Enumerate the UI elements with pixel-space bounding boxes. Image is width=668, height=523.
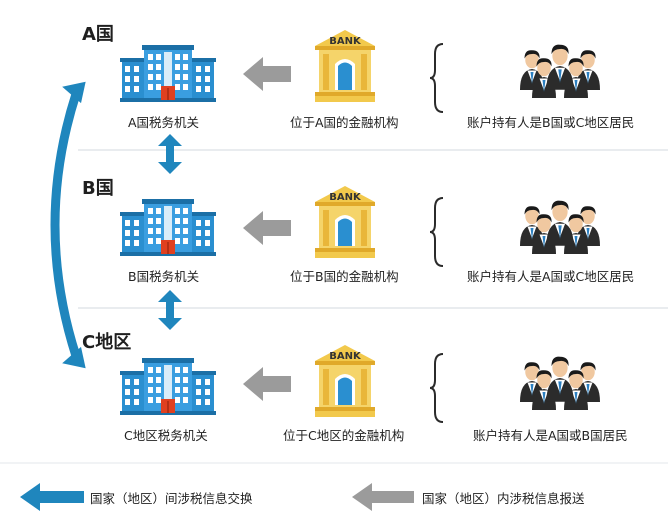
people-icon bbox=[515, 196, 605, 260]
bank-sign: BANK bbox=[329, 351, 361, 362]
holders-label-c: 账户持有人是A国或B国居民 bbox=[473, 428, 628, 443]
institution-label-b: 位于B国的金融机构 bbox=[290, 269, 399, 284]
legend-international: 国家（地区）间涉税信息交换 bbox=[90, 491, 253, 506]
blue-arrow-icon bbox=[20, 483, 84, 511]
region-label-a: A国 bbox=[82, 24, 114, 45]
building-icon bbox=[120, 42, 216, 102]
tax-authority-label-a: A国税务机关 bbox=[128, 115, 200, 130]
region-label-c: C地区 bbox=[82, 332, 132, 353]
gray-arrow-icon bbox=[352, 483, 414, 511]
tax-authority-label-b: B国税务机关 bbox=[128, 269, 200, 284]
people-icon bbox=[515, 352, 605, 416]
building-icon bbox=[120, 196, 216, 256]
tax-authority-label-c: C地区税务机关 bbox=[124, 428, 208, 443]
brace-icon bbox=[429, 352, 445, 424]
building-icon bbox=[120, 355, 216, 415]
holders-label-b: 账户持有人是A国或C地区居民 bbox=[467, 269, 635, 284]
bank-sign: BANK bbox=[329, 36, 361, 47]
brace-icon bbox=[429, 42, 445, 114]
people-icon bbox=[515, 40, 605, 104]
institution-label-c: 位于C地区的金融机构 bbox=[283, 428, 405, 443]
brace-icon bbox=[429, 196, 445, 268]
region-label-b: B国 bbox=[82, 178, 114, 199]
bank-sign: BANK bbox=[329, 192, 361, 203]
exchange-curve-arrow bbox=[50, 81, 86, 369]
bank-icon: BANK bbox=[315, 30, 375, 102]
bank-icon: BANK bbox=[315, 186, 375, 258]
institution-label-a: 位于A国的金融机构 bbox=[290, 115, 399, 130]
double-arrow-icon bbox=[158, 290, 182, 330]
legend-domestic: 国家（地区）内涉税信息报送 bbox=[422, 491, 585, 506]
row-divider bbox=[78, 307, 668, 309]
double-arrow-icon bbox=[158, 134, 182, 174]
left-arrow-icon bbox=[243, 367, 291, 401]
bank-icon: BANK bbox=[315, 345, 375, 417]
legend-divider bbox=[0, 462, 668, 464]
left-arrow-icon bbox=[243, 57, 291, 91]
row-divider bbox=[78, 149, 668, 151]
holders-label-a: 账户持有人是B国或C地区居民 bbox=[467, 115, 635, 130]
left-arrow-icon bbox=[243, 211, 291, 245]
